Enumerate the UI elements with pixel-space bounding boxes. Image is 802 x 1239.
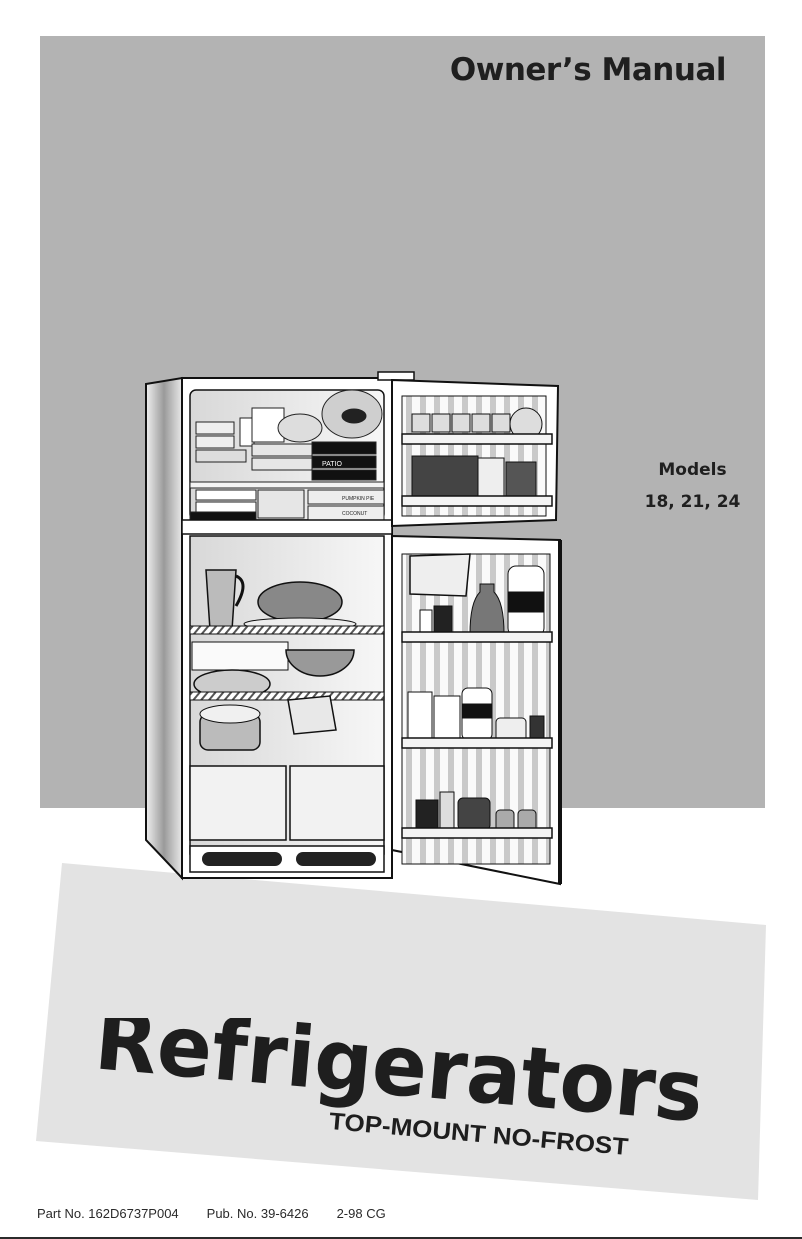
publication-number: Pub. No. 39-6426: [206, 1206, 309, 1221]
refrigerator-illustration: PATIO PUMPKIN PIE COCONUT: [145, 371, 562, 886]
print-code: 2-98 CG: [336, 1206, 386, 1221]
footer-publication-info: Part No. 162D6737P004 Pub. No. 39-6426 2-9…: [37, 1206, 414, 1221]
part-number: Part No. 162D6737P004: [37, 1206, 179, 1221]
bottom-rule: [0, 1237, 802, 1239]
manual-title: Owner’s Manual: [449, 52, 727, 88]
svg-text:COCONUT: COCONUT: [342, 511, 367, 517]
models-label: Models: [658, 460, 727, 480]
model-numbers: 18, 21, 24: [644, 492, 741, 512]
svg-text:PUMPKIN PIE: PUMPKIN PIE: [342, 496, 375, 502]
svg-text:PATIO: PATIO: [322, 461, 343, 468]
product-wordmark: Refrigerators TOP-MOUNT NO-FROST: [92, 1018, 707, 1161]
models-block: Models 18, 21, 24: [630, 458, 755, 522]
